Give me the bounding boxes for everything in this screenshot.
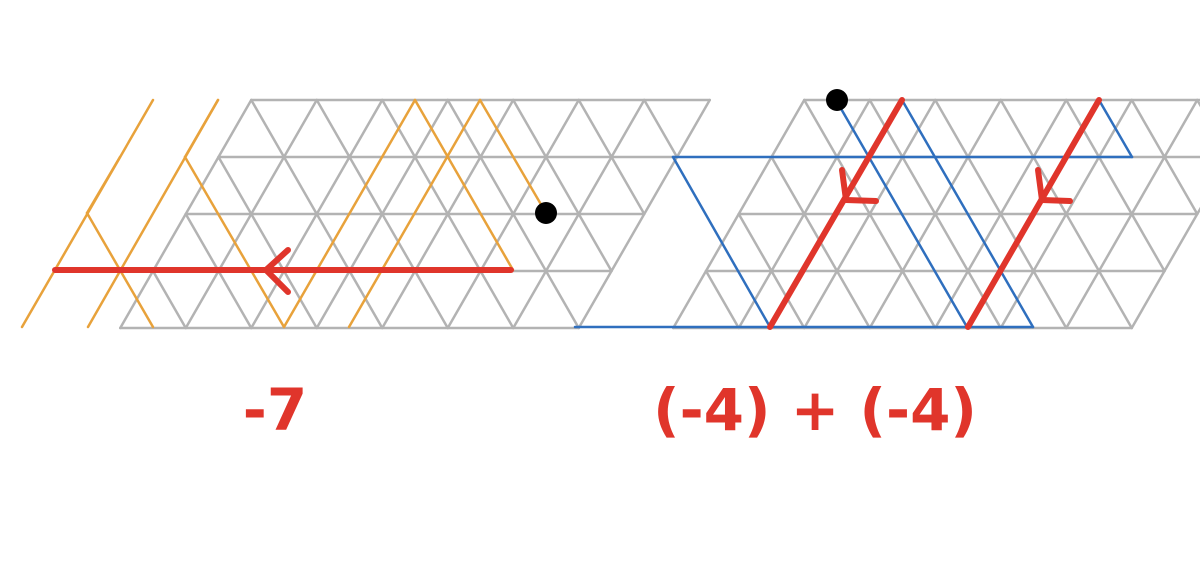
left-caption: -7 — [243, 376, 307, 444]
orange-path-segment — [183, 98, 220, 159]
orange-path-segment — [478, 98, 548, 215]
grid-line — [315, 98, 449, 330]
blue-path-segment — [900, 98, 1035, 329]
grid-line — [868, 98, 1002, 330]
orange-path-segment — [347, 98, 482, 329]
grid-line — [803, 98, 937, 330]
right-caption: (-4) + (-4) — [653, 376, 977, 444]
orange-path-segment — [282, 98, 417, 329]
grid-line — [1130, 98, 1199, 216]
grid-line — [737, 212, 806, 330]
grid-line — [704, 269, 740, 330]
blue-path-segment — [671, 155, 772, 329]
blue-path-segment — [1097, 98, 1134, 159]
red-arrow-head — [1035, 167, 1073, 204]
start-dot — [535, 202, 557, 224]
blue-path-segment — [834, 98, 969, 329]
red-arrow-head — [839, 167, 879, 204]
orange-path-segment — [85, 155, 122, 215]
grid-line — [250, 98, 384, 330]
orange-path-segment — [413, 98, 515, 272]
grid-line — [643, 98, 679, 159]
orange-path-segment — [183, 155, 286, 329]
grid-line — [381, 98, 515, 330]
grid-line — [217, 155, 318, 330]
grid-line — [999, 98, 1133, 330]
red-arrow-head — [263, 247, 291, 295]
grid-line — [151, 269, 187, 330]
grid-line — [577, 98, 646, 216]
red-arrow-line — [767, 97, 905, 330]
left-lattice-panel — [20, 98, 711, 330]
red-arrow-line — [965, 97, 1102, 330]
grid-line — [446, 98, 580, 330]
grid-line — [934, 98, 1068, 330]
grid-line — [512, 98, 613, 273]
right-lattice-panel — [573, 89, 1200, 330]
start-dot — [826, 89, 848, 111]
